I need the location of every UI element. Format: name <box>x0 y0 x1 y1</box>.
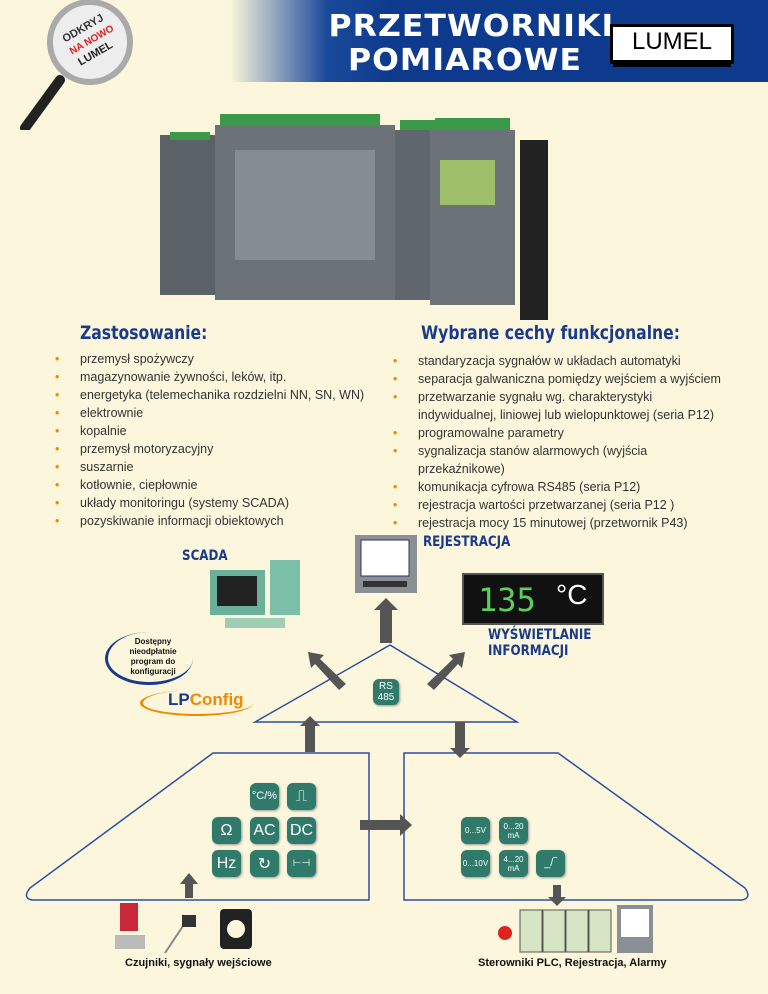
list-item: programowalne parametry <box>393 424 733 442</box>
output-0-10v-icon: 0...10V <box>461 850 490 877</box>
list-item: magazynowanie żywności, leków, itp. <box>55 368 385 386</box>
lpconfig-lp: LP <box>168 690 190 709</box>
output-0-20ma-icon: 0...20 mA <box>499 817 528 844</box>
features-heading: Wybrane cechy funkcjonalne: <box>421 322 680 344</box>
lpconfig-swoosh <box>140 690 253 716</box>
title-line2: POMIAROWE <box>347 43 583 78</box>
pulse-icon: ⎍ <box>287 783 316 810</box>
applications-list: przemysł spożywczy magazynowanie żywnośc… <box>55 350 385 530</box>
list-item: suszarnie <box>55 458 385 476</box>
display-value: 135 <box>478 581 536 619</box>
rs485-line1: RS <box>379 681 393 692</box>
list-item: układy monitoringu (systemy SCADA) <box>55 494 385 512</box>
computer-icon <box>210 560 300 628</box>
list-item: sygnalizacja stanów alarmowych (wyjścia … <box>393 442 733 478</box>
list-item: przetwarzanie sygnału wg. charakterystyk… <box>393 388 733 424</box>
lpconfig-logo: LPConfig <box>168 690 244 710</box>
features-list: standaryzacja sygnałów w układach automa… <box>393 352 733 532</box>
hz-icon: Hz <box>212 850 241 877</box>
inputs-caption: Czujniki, sygnały wejściowe <box>125 957 272 969</box>
registration-label: REJESTRACJA <box>423 534 511 550</box>
product-image <box>160 114 548 320</box>
list-item: przemysł spożywczy <box>55 350 385 368</box>
display-unit: °C <box>556 579 588 610</box>
rotation-icon: ↻ <box>250 850 279 877</box>
list-item: komunikacja cyfrowa RS485 (seria P12) <box>393 478 733 496</box>
lumel-logo: LUMEL <box>610 24 734 67</box>
sensors-image <box>115 903 252 954</box>
list-item: pozyskiwanie informacji obiektowych <box>55 512 385 530</box>
temperature-humidity-icon: °C/% <box>250 783 279 810</box>
list-item: rejestracja mocy 15 minutowej (przetworn… <box>393 514 733 532</box>
list-item: kotłownie, ciepłownie <box>55 476 385 494</box>
display-info-label: WYŚWIETLANIE INFORMACJI <box>488 627 592 659</box>
list-item: przemysł motoryzacyjny <box>55 440 385 458</box>
list-item: energetyka (telemechanika rozdzielni NN,… <box>55 386 385 404</box>
scada-label: SCADA <box>182 548 228 564</box>
ac-icon: AC <box>250 817 279 844</box>
config-note: Dostępny nieodpłatnie program do konfigu… <box>129 637 177 676</box>
recorder-icon <box>355 535 417 593</box>
outputs-caption: Sterowniki PLC, Rejestracja, Alarmy <box>478 957 667 969</box>
ohm-icon: Ω <box>212 817 241 844</box>
relay-output-icon: _/‾ <box>536 850 565 877</box>
plc-recorder-image <box>498 905 653 953</box>
list-item: elektrownie <box>55 404 385 422</box>
list-item: rejestracja wartości przetwarzanej (seri… <box>393 496 733 514</box>
output-4-20ma-icon: 4...20 mA <box>499 850 528 877</box>
title-line1: PRZETWORNIKI <box>328 9 615 44</box>
list-item: separacja galwaniczna pomiędzy wejściem … <box>393 370 733 388</box>
config-swoosh <box>105 632 193 685</box>
rs485-line2: 485 <box>377 692 395 703</box>
magnifier-icon: ODKRYJ NA NOWO LUMEL <box>20 0 133 130</box>
width-icon: ⊢⊣ <box>287 850 316 877</box>
led-display: 135 °C <box>462 573 604 625</box>
list-item: standaryzacja sygnałów w układach automa… <box>393 352 733 370</box>
output-0-5v-icon: 0...5V <box>461 817 490 844</box>
dc-icon: DC <box>287 817 316 844</box>
list-item: kopalnie <box>55 422 385 440</box>
lpconfig-config: Config <box>189 690 244 709</box>
applications-heading: Zastosowanie: <box>80 322 208 344</box>
